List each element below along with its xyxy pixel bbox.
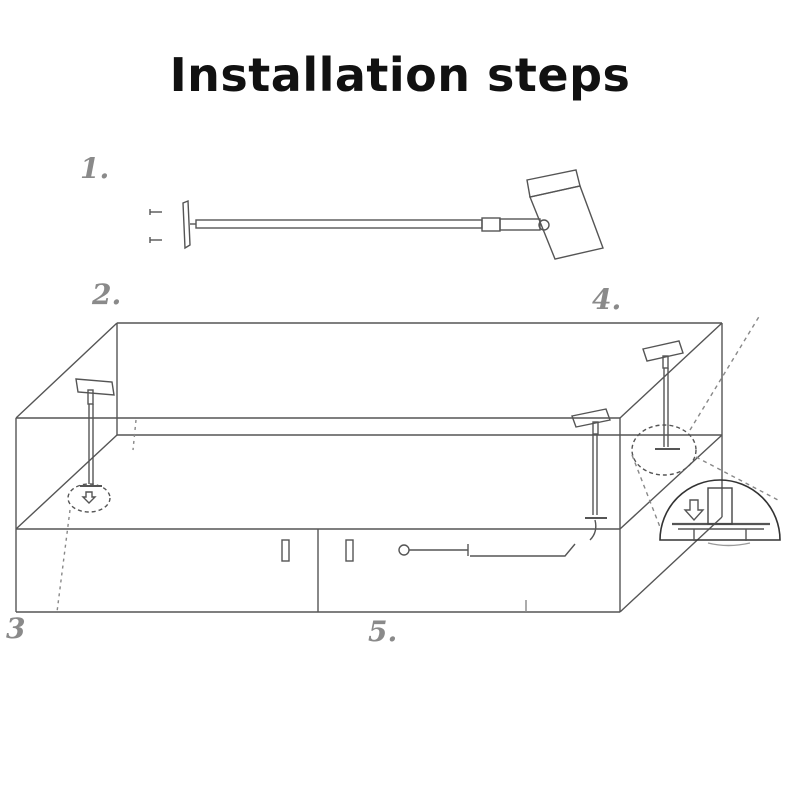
zoom-detail — [659, 479, 781, 547]
arrow-down-icon — [683, 499, 705, 522]
lamp-head — [571, 408, 611, 428]
screw-icon — [149, 237, 162, 243]
pole-joint — [481, 217, 501, 232]
step-label-2: 2. — [92, 278, 122, 311]
door-handle-left — [281, 539, 290, 562]
step1-light-assembly — [149, 169, 604, 260]
step-label-5: 5. — [368, 615, 398, 648]
light-middle — [571, 408, 611, 541]
arrow-down-icon — [81, 491, 97, 504]
step-label-1: 1. — [80, 152, 110, 185]
page-title: Installation steps — [169, 48, 631, 102]
power-cable — [398, 543, 576, 612]
screw-icon — [149, 209, 162, 215]
detail-circle-icon — [631, 424, 697, 476]
light-left — [56, 378, 115, 613]
step-label-4: 4. — [592, 283, 622, 316]
display-cabinet — [15, 322, 723, 613]
door-handle-right — [345, 539, 354, 562]
step-label-3: 3 — [6, 612, 26, 645]
plug-icon — [398, 544, 410, 556]
lamp-head — [642, 340, 684, 362]
lamp-head — [529, 185, 604, 260]
mounting-base — [182, 199, 191, 250]
light-right — [631, 314, 779, 528]
lamp-head — [75, 378, 115, 396]
light-pole — [195, 219, 483, 229]
detail-circle-icon — [67, 483, 111, 513]
lamp-head-top — [526, 169, 581, 198]
